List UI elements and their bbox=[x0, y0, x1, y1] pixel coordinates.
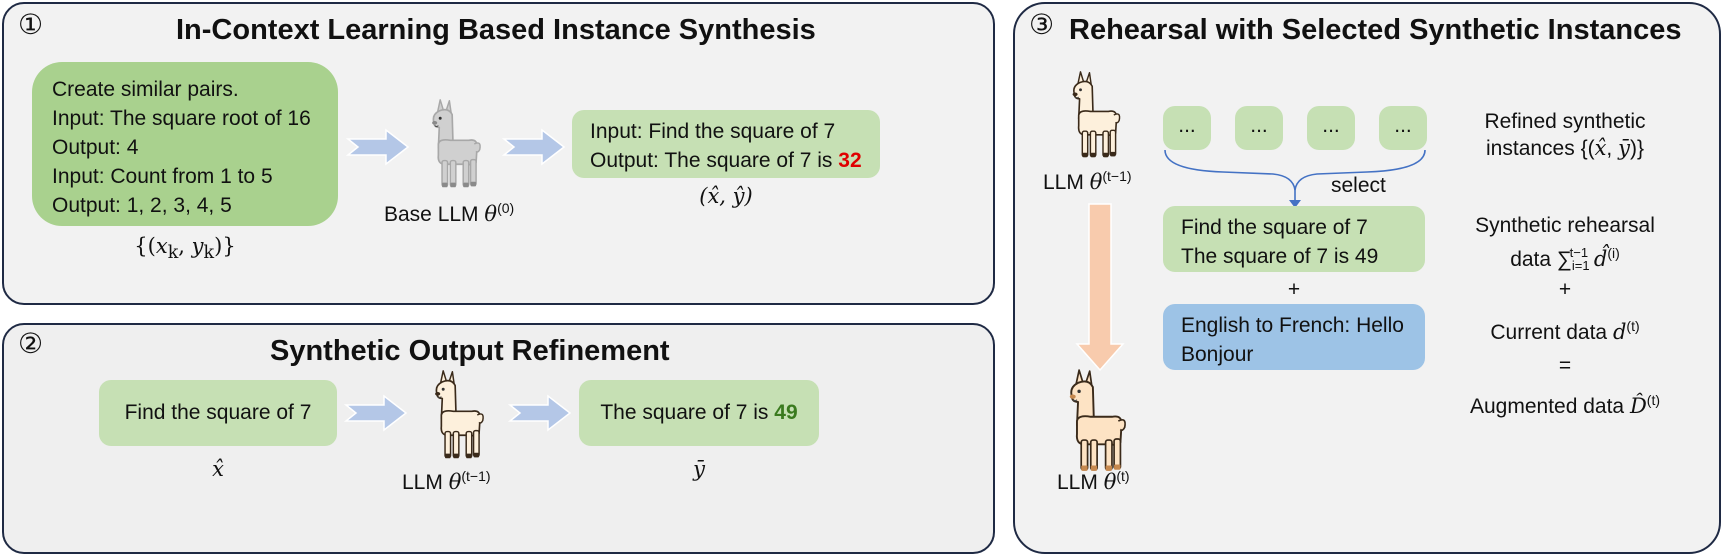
demo-line: Output: 1, 2, 3, 4, 5 bbox=[52, 194, 232, 217]
instance-box: ... bbox=[1307, 106, 1355, 150]
demo-line: Create similar pairs. bbox=[52, 78, 239, 101]
base-llm-label: Base LLM θ(0) bbox=[384, 200, 515, 226]
input-x-label: x̂ bbox=[212, 457, 224, 481]
rehearsal-data-box: Find the square of 7 The square of 7 is … bbox=[1163, 206, 1425, 272]
panel-output-refinement: ② Synthetic Output Refinement Find the s… bbox=[2, 323, 995, 554]
refined-instances-label: Refined synthetic instances {(x̂, ȳ)} bbox=[1484, 110, 1646, 160]
augmented-data-label: Augmented data D̂(t) bbox=[1469, 392, 1660, 418]
equals-sign: = bbox=[1558, 354, 1572, 377]
panel-rehearsal: ③ Rehearsal with Selected Synthetic Inst… bbox=[1013, 2, 1721, 554]
current-data-box: English to French: Hello Bonjour bbox=[1163, 304, 1425, 370]
current-data-line: English to French: Hello bbox=[1181, 314, 1404, 337]
current-llm-label: LLM θ(t) bbox=[1057, 468, 1130, 494]
panel-number: ② bbox=[18, 327, 44, 360]
synthetic-rehearsal-label: Synthetic rehearsal data ∑i=1t−1 d̂(i) bbox=[1475, 214, 1655, 273]
arrow-right-icon bbox=[343, 394, 408, 432]
demonstration-label: {(xk, yk)} bbox=[134, 234, 236, 264]
arrow-right-icon bbox=[507, 394, 572, 432]
llama-cream-icon bbox=[434, 370, 484, 459]
instance-box: ... bbox=[1163, 106, 1211, 150]
panel-title: Rehearsal with Selected Synthetic Instan… bbox=[1069, 14, 1682, 46]
arrow-right-icon bbox=[501, 128, 566, 166]
panel-number: ① bbox=[18, 8, 44, 41]
synthetic-pair-label: (x̂, ŷ) bbox=[699, 184, 753, 208]
correct-output-value: 49 bbox=[774, 401, 798, 424]
synthetic-instance-box: Input: Find the square of 7 Output: The … bbox=[572, 110, 880, 178]
synthetic-output-line: Output: The square of 7 is 32 bbox=[590, 149, 862, 172]
llama-orange-icon bbox=[1069, 369, 1126, 472]
demo-line: Output: 4 bbox=[52, 136, 139, 159]
demo-line: Input: The square root of 16 bbox=[52, 107, 311, 130]
instance-box: ... bbox=[1379, 106, 1427, 150]
arrow-down-icon bbox=[1075, 203, 1125, 372]
input-x-box: Find the square of 7 bbox=[99, 380, 337, 446]
refined-output-label: ȳ bbox=[693, 457, 705, 481]
current-data-line: Bonjour bbox=[1181, 343, 1254, 366]
refined-output-box: The square of 7 is 49 bbox=[579, 380, 819, 446]
previous-llm-label: LLM θ(t−1) bbox=[1043, 168, 1132, 194]
llm-label: LLM θ(t−1) bbox=[402, 468, 491, 494]
synthetic-input-line: Input: Find the square of 7 bbox=[590, 120, 836, 143]
rehearsal-output-line: The square of 7 is 49 bbox=[1181, 245, 1379, 268]
panel-instance-synthesis: ① In-Context Learning Based Instance Syn… bbox=[2, 2, 995, 305]
selection-brace-icon bbox=[1164, 149, 1426, 208]
wrong-output-value: 32 bbox=[838, 149, 862, 172]
llama-cream-icon bbox=[1072, 71, 1121, 158]
panel-title: In-Context Learning Based Instance Synth… bbox=[176, 14, 816, 46]
plus-sign: + bbox=[1287, 278, 1301, 301]
demo-line: Input: Count from 1 to 5 bbox=[52, 165, 273, 188]
panel-title: Synthetic Output Refinement bbox=[270, 335, 670, 367]
current-data-label: Current data d(t) bbox=[1490, 318, 1640, 344]
plus-sign: + bbox=[1558, 278, 1572, 301]
rehearsal-input-line: Find the square of 7 bbox=[1181, 216, 1368, 239]
select-label: select bbox=[1331, 174, 1386, 197]
panel-number: ③ bbox=[1029, 8, 1055, 41]
demonstration-pairs-box: Create similar pairs. Input: The square … bbox=[32, 62, 338, 226]
instance-box: ... bbox=[1235, 106, 1283, 150]
llama-gray-icon bbox=[431, 99, 481, 188]
arrow-right-icon bbox=[345, 128, 410, 166]
